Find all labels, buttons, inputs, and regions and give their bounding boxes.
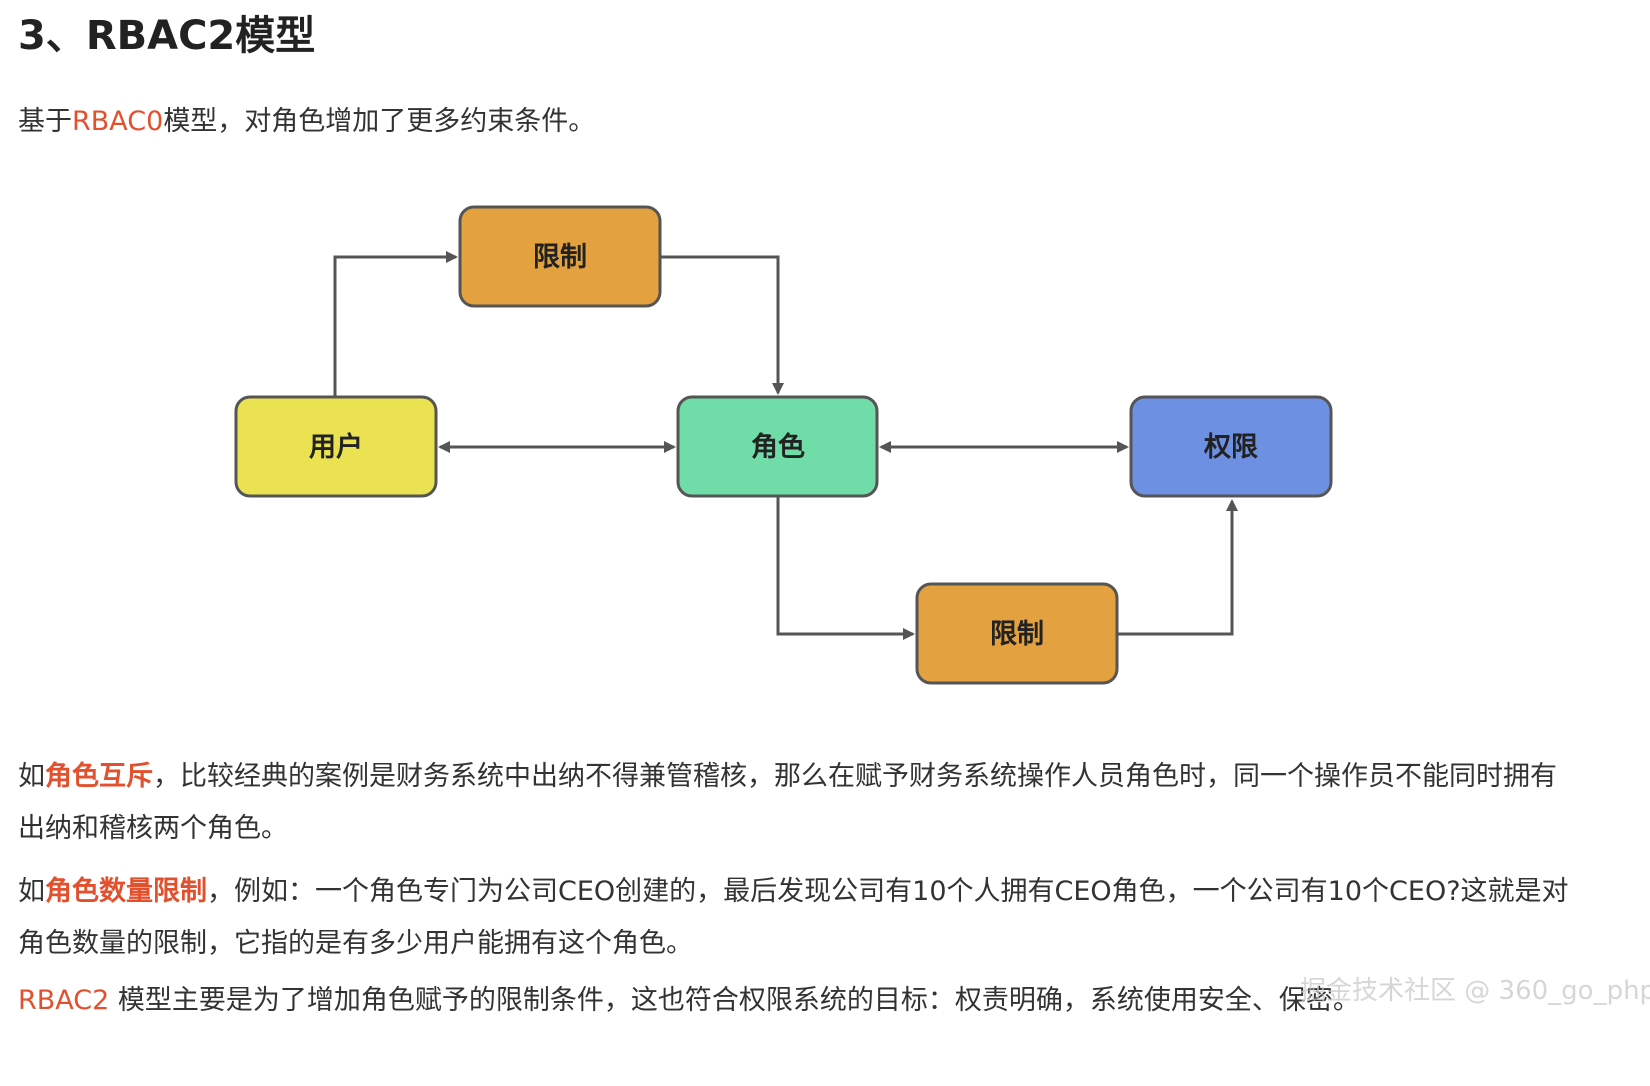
section-heading: 3、RBAC2模型	[18, 13, 316, 59]
para2-highlight-role-count-limit: 角色数量限制	[45, 876, 207, 907]
node-permission: 权限	[1129, 395, 1333, 498]
intro-suffix: 模型，对角色增加了更多约束条件。	[163, 106, 596, 137]
node-user-box	[234, 395, 438, 498]
watermark: 掘金技术社区 @ 360_go_php	[1300, 976, 1650, 1006]
para1-suffix: ，比较经典的案例是财务系统中出纳不得兼管稽核，那么在赋予财务系统操作人员角色时，…	[18, 761, 1557, 844]
intro-paragraph: 基于RBAC0模型，对角色增加了更多约束条件。	[18, 102, 595, 142]
intro-highlight-rbac0: RBAC0	[72, 106, 164, 137]
edge-limit-top-to-role	[660, 255, 784, 395]
para3-suffix: 模型主要是为了增加角色赋予的限制条件，这也符合权限系统的目标：权责明确，系统使用…	[109, 985, 1360, 1016]
edge-limit-bottom-to-permission	[1118, 499, 1238, 636]
intro-prefix: 基于	[18, 106, 72, 137]
para2-suffix: ，例如：一个角色专门为公司CEO创建的，最后发现公司有10个人拥有CEO角色，一…	[18, 876, 1569, 959]
edge-user-to-limit-top	[333, 251, 458, 397]
para2-prefix: 如	[18, 876, 45, 907]
node-limit-top-label: 限制	[533, 242, 587, 273]
diagram-edges	[333, 251, 1238, 640]
node-user: 用户	[234, 395, 438, 498]
node-limit-top-box	[458, 205, 662, 308]
rbac2-summary-paragraph: RBAC2 模型主要是为了增加角色赋予的限制条件，这也符合权限系统的目标：权责明…	[18, 980, 1360, 1022]
para1-highlight-role-exclusion: 角色互斥	[45, 761, 153, 792]
node-role-label: 角色	[751, 431, 805, 463]
node-role-box	[676, 395, 879, 498]
edge-role-to-limit-bottom	[776, 497, 915, 640]
node-limit-bottom-label: 限制	[990, 619, 1044, 650]
node-role: 角色	[676, 395, 879, 498]
para3-highlight-rbac2: RBAC2	[18, 985, 110, 1016]
node-permission-box	[1129, 395, 1333, 498]
role-count-limit-paragraph: 如角色数量限制，例如：一个角色专门为公司CEO创建的，最后发现公司有10个人拥有…	[18, 866, 1578, 970]
node-limit-bottom: 限制	[915, 582, 1119, 685]
node-limit-bottom-box	[915, 582, 1119, 685]
node-limit-top: 限制	[458, 205, 662, 308]
para1-prefix: 如	[18, 761, 45, 792]
mutual-exclusion-paragraph: 如角色互斥，比较经典的案例是财务系统中出纳不得兼管稽核，那么在赋予财务系统操作人…	[18, 751, 1578, 855]
node-user-label: 用户	[309, 431, 363, 463]
rbac2-diagram: 限制 用户 角色 权限 限制	[234, 205, 1333, 685]
node-permission-label: 权限	[1203, 432, 1258, 463]
